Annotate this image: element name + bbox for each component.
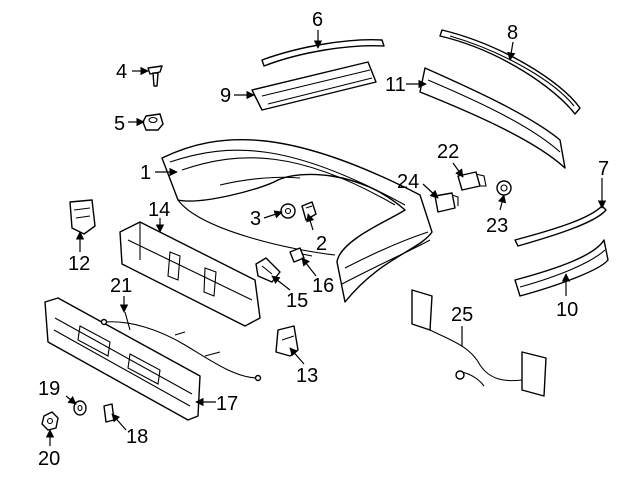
energy-absorber-strip xyxy=(419,67,566,169)
callout-15: 15 xyxy=(286,290,308,312)
grommet-part xyxy=(496,180,512,196)
washer-part xyxy=(280,203,296,219)
callout-labels: 1 2 3 4 5 6 7 8 9 10 11 12 13 14 15 16 1… xyxy=(38,9,609,470)
side-molding xyxy=(514,239,609,297)
callout-10: 10 xyxy=(556,299,578,321)
callout-18: 18 xyxy=(126,426,148,448)
callout-24: 24 xyxy=(397,171,419,193)
wiring-harness xyxy=(100,311,262,382)
small-clip xyxy=(103,403,115,423)
push-pin-part xyxy=(147,65,163,87)
nut-part xyxy=(142,113,164,131)
leader-lines xyxy=(45,30,607,446)
upper-trim-strip xyxy=(261,39,385,67)
callout-17: 17 xyxy=(216,393,238,415)
callout-21: 21 xyxy=(110,275,132,297)
callout-3: 3 xyxy=(250,208,261,230)
sensor-cable xyxy=(411,289,547,397)
sensor-part xyxy=(457,171,487,191)
callout-2: 2 xyxy=(316,233,327,255)
callout-22: 22 xyxy=(437,141,459,163)
side-bracket xyxy=(69,199,96,235)
callout-4: 4 xyxy=(116,61,127,83)
callout-11: 11 xyxy=(385,74,406,96)
callout-7: 7 xyxy=(598,158,609,180)
callout-9: 9 xyxy=(220,85,231,107)
callout-25: 25 xyxy=(451,304,473,326)
bumper-cover xyxy=(161,138,433,303)
long-molding xyxy=(439,29,581,115)
callout-19: 19 xyxy=(38,378,60,400)
trim-rod xyxy=(514,205,607,247)
callout-13: 13 xyxy=(296,365,318,387)
spacer-washer xyxy=(73,400,87,416)
reinforcement-bar-upper xyxy=(251,61,377,111)
impact-absorber xyxy=(119,221,261,327)
callout-8: 8 xyxy=(507,22,518,44)
fastener-bolt xyxy=(289,247,313,263)
callout-20: 20 xyxy=(38,448,60,470)
guide-bracket xyxy=(275,325,299,357)
callout-5: 5 xyxy=(114,113,125,135)
mounting-clip xyxy=(255,257,281,283)
callout-12: 12 xyxy=(68,253,90,275)
sensor-housing-part xyxy=(434,192,459,213)
hex-nut xyxy=(41,411,59,431)
callout-23: 23 xyxy=(486,215,508,237)
callout-16: 16 xyxy=(312,275,334,297)
callout-6: 6 xyxy=(312,9,323,31)
rear-panel xyxy=(44,297,201,421)
callout-1: 1 xyxy=(140,162,151,184)
callout-14: 14 xyxy=(148,199,170,221)
